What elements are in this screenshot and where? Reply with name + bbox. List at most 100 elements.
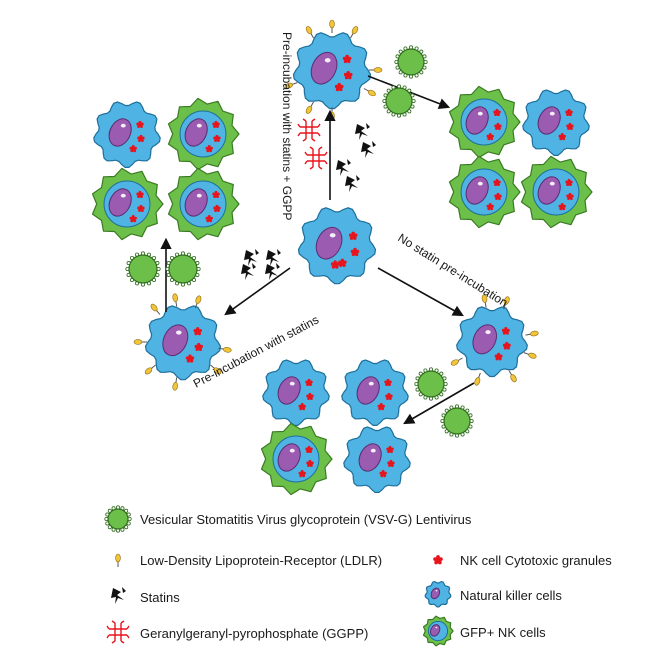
nk-cell: [343, 426, 411, 493]
lentivirus-icon: [125, 251, 161, 287]
granule-icon: [386, 445, 394, 454]
arrow-to-right-cell: [377, 267, 464, 317]
ldlr-icon: [172, 377, 178, 391]
ldlr-icon: [305, 101, 314, 114]
nk-cell: [284, 19, 383, 121]
granule-icon: [129, 215, 137, 223]
ldlr-icon: [474, 372, 481, 386]
statin-icon: [336, 159, 351, 176]
statin-icon: [265, 263, 280, 280]
legend-label-granules: NK cell Cytotoxic granules: [460, 553, 612, 568]
statin-icon: [244, 249, 259, 266]
arrow-to-bottom-group: [403, 382, 475, 425]
lentivirus-icon: [165, 251, 201, 287]
ggpp-icon: [297, 118, 321, 142]
legend-label-ldlr: Low-Density Lipoprotein-Receptor (LDLR): [140, 553, 383, 568]
ldlr-icon: [525, 330, 539, 337]
granule-icon: [387, 459, 395, 467]
granule-icon: [350, 247, 360, 257]
granule-icon: [384, 378, 392, 387]
ldlr-icon: [115, 553, 121, 567]
granule-icon: [486, 133, 494, 141]
granule-icon: [212, 120, 220, 129]
legend-label-lentivirus: Vesicular Stomatitis Virus glycoprotein …: [140, 512, 472, 527]
granule-icon: [377, 403, 385, 411]
legend-granules-icon: [433, 555, 443, 565]
label-ggpp-path: Pre-incubation with statins + GGPP: [280, 32, 294, 220]
legend-label-ggpp: Geranylgeranyl-pyrophosphate (GGPP): [140, 626, 369, 641]
label-no-statin-path: No statin pre-incubation: [395, 231, 510, 310]
granule-icon: [494, 352, 503, 361]
granule-icon: [136, 120, 144, 129]
ldlr-icon: [172, 293, 178, 307]
gfp-nk-cell: [91, 167, 164, 241]
ldlr-icon: [503, 296, 510, 310]
ldlr-icon: [481, 294, 488, 308]
granule-icon: [305, 378, 313, 387]
granule-icon: [566, 122, 574, 130]
ldlr-icon: [363, 88, 376, 97]
lentivirus-icon: [414, 367, 448, 401]
granule-icon: [185, 354, 195, 363]
granule-icon: [342, 54, 352, 64]
nk-cell: [133, 293, 232, 391]
granule-icon: [205, 145, 213, 153]
gfp-nk-cell: [520, 155, 593, 229]
granule-icon: [305, 445, 313, 454]
ldlr-icon: [508, 370, 517, 383]
ldlr-icon: [523, 352, 537, 359]
granule-icon: [565, 108, 573, 117]
legend-label-statins: Statins: [140, 590, 180, 605]
ldlr-icon: [305, 26, 314, 39]
statin-icon: [266, 249, 281, 266]
granule-icon: [212, 190, 220, 199]
ldlr-icon: [144, 364, 156, 375]
ldlr-icon: [194, 295, 202, 309]
nk-cell: [522, 89, 590, 156]
granule-icon: [379, 470, 387, 478]
ldlr-icon: [133, 339, 147, 345]
statin-icon: [241, 263, 256, 280]
granule-icon: [348, 231, 358, 240]
gfp-nk-cell: [260, 422, 333, 496]
granule-icon: [205, 215, 213, 223]
granule-icon: [493, 108, 501, 117]
gfp-nk-cell: [448, 85, 521, 159]
gfp-nk-cell: [422, 615, 454, 647]
gfp-nk-cell: [448, 155, 521, 229]
granule-icon: [306, 459, 314, 467]
ldlr-icon: [284, 82, 298, 89]
legend-statin-icon: [111, 587, 126, 604]
legend-ldlr-icon: [115, 553, 121, 567]
ggpp-icon: [304, 146, 328, 170]
granule-icon: [193, 327, 202, 336]
granule-icon: [558, 133, 566, 141]
ldlr-icon: [218, 347, 232, 353]
arrow-to-left-cell: [224, 267, 291, 316]
granule-icon: [194, 342, 203, 352]
granule-icon: [501, 327, 510, 335]
ldlr-icon: [329, 19, 335, 33]
granule-icon: [493, 178, 501, 187]
granule-icon: [298, 470, 306, 478]
granule-icon: [213, 134, 221, 142]
ldlr-icon: [150, 303, 161, 315]
legend-lentivirus-icon: [104, 505, 132, 533]
statin-icon: [345, 175, 360, 192]
granule-icon: [558, 203, 566, 211]
statin-icon: [355, 123, 370, 140]
nk-cell: [341, 359, 409, 426]
gfp-nk-cell: [167, 167, 240, 241]
nk-cell: [297, 207, 377, 285]
granule-icon: [343, 70, 353, 80]
granule-icon: [494, 122, 502, 130]
granule-icon: [137, 134, 145, 142]
granule-icon: [330, 260, 340, 269]
nk-cell: [262, 359, 330, 426]
legend-label-gfp-nk-cells: GFP+ NK cells: [460, 625, 546, 640]
granule-icon: [306, 392, 314, 400]
lentivirus-icon: [382, 84, 416, 118]
gfp-nk-cell: [167, 97, 240, 171]
granule-icon: [565, 178, 573, 187]
